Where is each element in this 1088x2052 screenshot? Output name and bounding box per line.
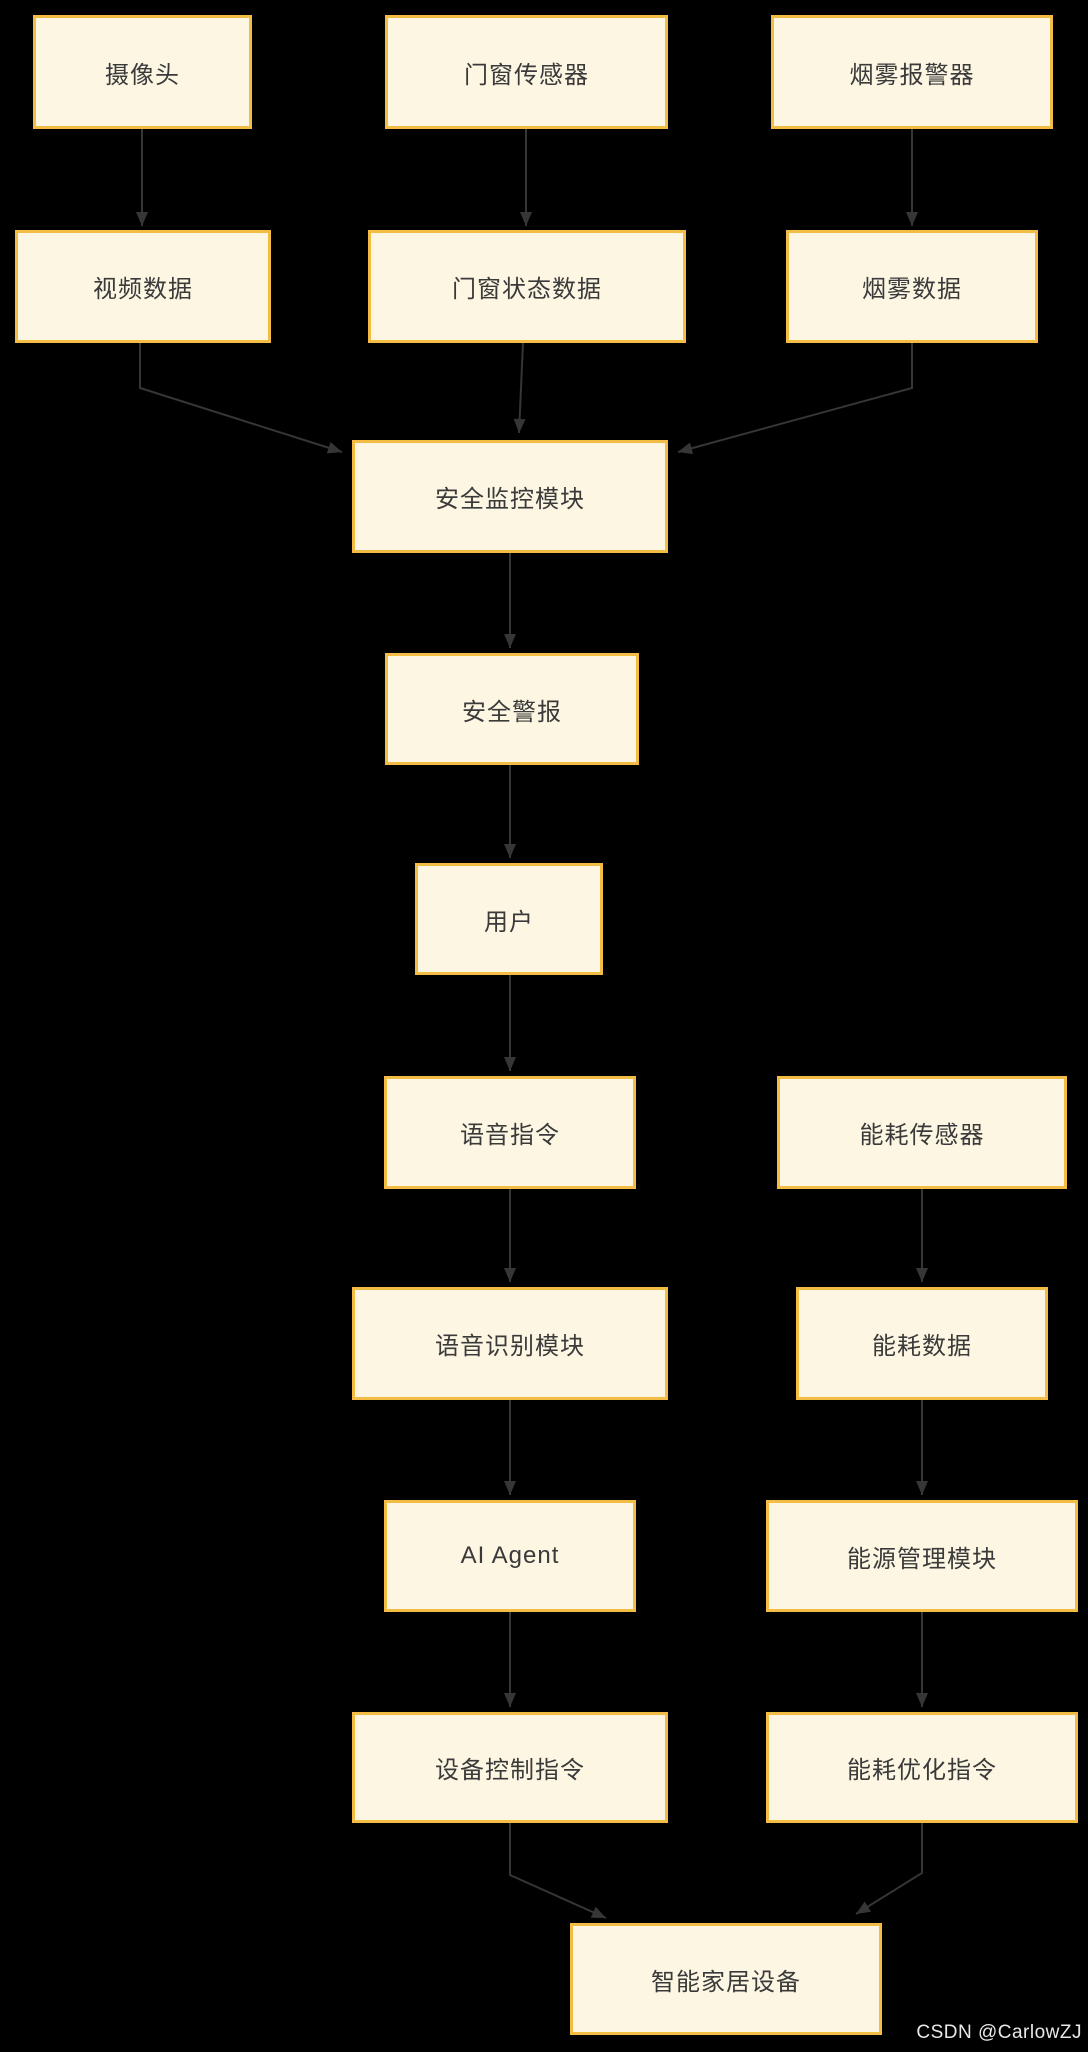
node-smoke-alarm: 烟雾报警器 — [771, 15, 1053, 129]
node-smart-home-device: 智能家居设备 — [570, 1923, 882, 2035]
node-ai-agent: AI Agent — [384, 1500, 636, 1612]
node-security-module: 安全监控模块 — [352, 440, 668, 553]
edge-devicectrl-smarthome — [509, 1823, 607, 1919]
node-security-alert: 安全警报 — [385, 653, 639, 765]
node-energy-management: 能源管理模块 — [766, 1500, 1078, 1612]
node-door-status-data: 门窗状态数据 — [368, 230, 686, 343]
node-user: 用户 — [415, 863, 603, 975]
edge-energyopt-smarthome — [855, 1823, 923, 1915]
node-energy-optimization: 能耗优化指令 — [766, 1712, 1078, 1823]
edge-doorstatus-security — [513, 342, 526, 434]
node-voice-command: 语音指令 — [384, 1076, 636, 1189]
node-video-data: 视频数据 — [15, 230, 271, 343]
node-device-control: 设备控制指令 — [352, 1712, 668, 1823]
node-energy-data: 能耗数据 — [796, 1287, 1048, 1400]
node-door-sensor: 门窗传感器 — [385, 15, 668, 129]
csdn-watermark: CSDN @CarlowZJ — [916, 2022, 1082, 2043]
node-energy-sensor: 能耗传感器 — [777, 1076, 1067, 1189]
edge-video-security — [139, 339, 343, 454]
edge-smokedata-security — [677, 343, 913, 455]
node-voice-recognition: 语音识别模块 — [352, 1287, 668, 1400]
node-smoke-data: 烟雾数据 — [786, 230, 1038, 343]
node-camera: 摄像头 — [33, 15, 252, 129]
